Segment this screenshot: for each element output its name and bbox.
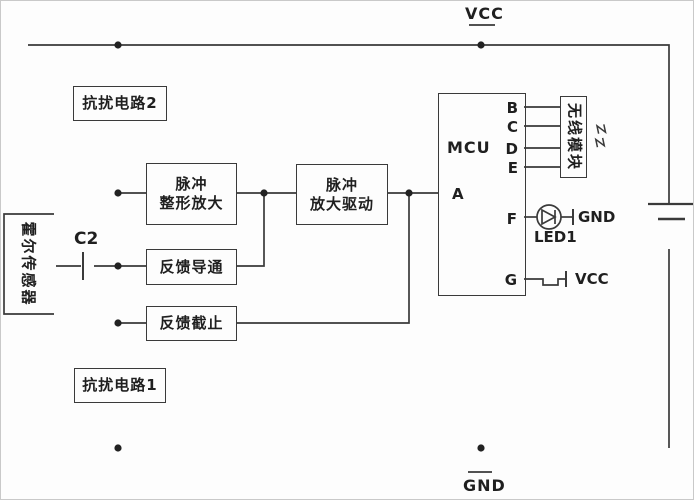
led-icon <box>536 204 562 230</box>
block-pulse-drive: 脉冲 放大驱动 <box>296 164 388 225</box>
block-anti-interference-2: 抗扰电路2 <box>73 86 167 121</box>
vcc-top-label: VCC <box>465 4 504 23</box>
block-label: 反馈截止 <box>159 314 224 333</box>
led-gnd-label: GND <box>578 208 616 226</box>
led-label: LED1 <box>534 228 577 246</box>
mcu-label: MCU <box>447 138 491 157</box>
block-label: 抗扰电路2 <box>82 94 158 113</box>
block-feedback-on: 反馈导通 <box>146 249 237 285</box>
block-label-line2: 放大驱动 <box>309 194 374 213</box>
pin-g-vcc-label: VCC <box>575 270 609 288</box>
block-feedback-off: 反馈截止 <box>146 306 237 341</box>
block-wireless-module: 无线模块 <box>560 96 587 178</box>
led-triangle-icon <box>541 208 557 226</box>
mcu-pin-d: D <box>505 140 519 158</box>
hall-sensor-bracket <box>3 213 54 315</box>
block-label-line1: 脉冲 <box>175 175 208 194</box>
hall-sensor-label: 霍尔传感器 <box>19 221 38 307</box>
antenna-icon <box>594 124 607 148</box>
feedback-on-output-wire <box>235 194 265 267</box>
mcu-pin-e: E <box>507 159 519 177</box>
mcu-block: MCU A B C D E F G <box>438 93 526 296</box>
gnd-bottom-label: GND <box>463 476 506 495</box>
junction-dots <box>114 41 485 452</box>
feedback-off-output-wire <box>235 194 410 324</box>
vcc-rail-wire <box>28 44 670 204</box>
block-label: 抗扰电路1 <box>82 376 158 395</box>
mcu-pin-c: C <box>506 118 519 136</box>
block-anti-interference-1: 抗扰电路1 <box>74 368 166 403</box>
wireless-module-label: 无线模块 <box>564 102 583 172</box>
block-label: 反馈导通 <box>159 257 224 276</box>
mcu-pin-a: A <box>452 185 465 203</box>
block-label-line1: 脉冲 <box>325 175 358 194</box>
mcu-pin-b: B <box>506 99 519 117</box>
mcu-pin-f: F <box>506 210 518 228</box>
mcu-pin-g: G <box>504 271 518 289</box>
block-pulse-shaping: 脉冲 整形放大 <box>146 163 237 225</box>
block-label-line2: 整形放大 <box>159 194 224 212</box>
pin-g-jumper-icon <box>524 278 566 286</box>
capacitor-label: C2 <box>74 229 99 249</box>
